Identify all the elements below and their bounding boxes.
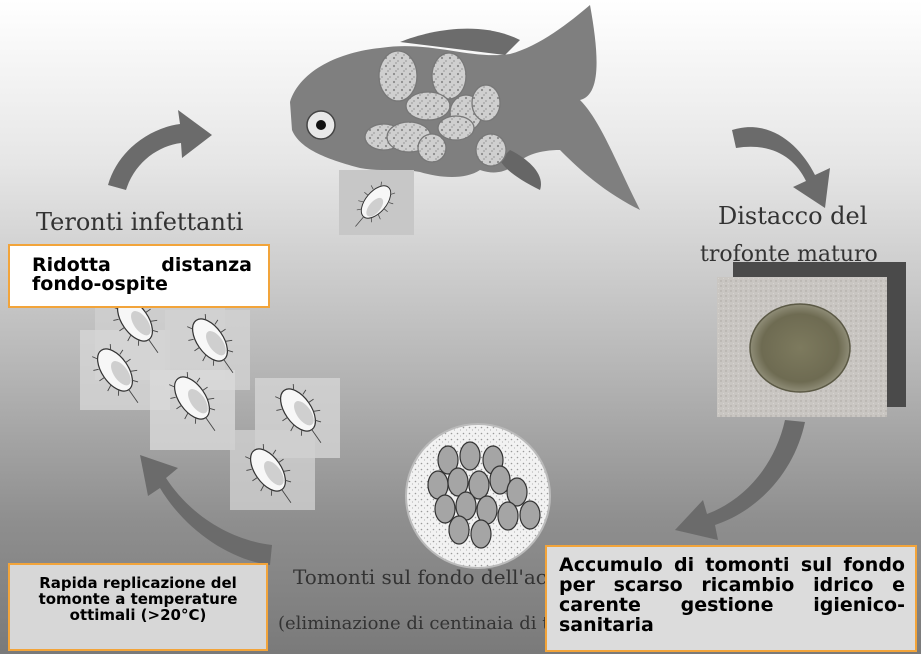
mature-trophont-photo [717, 262, 906, 417]
caption-distacco-line1: Distacco del [718, 202, 867, 230]
box-ridotta-distanza: Ridotta distanza fondo-ospite [8, 244, 270, 308]
arrow-top-left [108, 110, 212, 190]
tomont-dish [406, 424, 550, 568]
arrow-right [675, 420, 805, 540]
theront-inset-fish [339, 170, 414, 236]
box-accumulo-tomonti: Accumulo di tomonti sul fondo per scarso… [545, 545, 917, 652]
caption-distacco-line2: trofonte maturo [700, 242, 878, 267]
theront-collage [80, 289, 340, 513]
arrow-top-right [732, 127, 830, 208]
box-rapida-replicazione: Rapida replicazione del tomonte a temper… [8, 563, 268, 651]
caption-teronti: Teronti infettanti [36, 208, 243, 236]
